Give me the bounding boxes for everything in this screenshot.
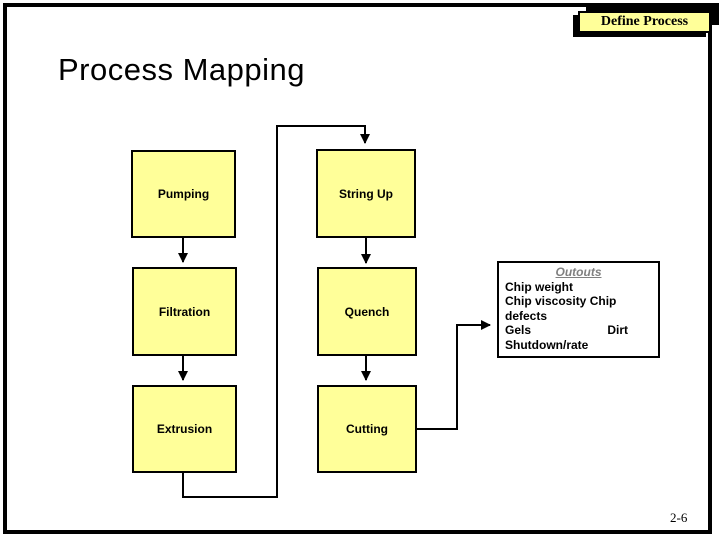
header-tab: Define Process xyxy=(578,11,711,33)
process-box-string-up: String Up xyxy=(316,149,416,238)
process-box-pumping: Pumping xyxy=(131,150,236,238)
page-number: 2-6 xyxy=(670,510,688,525)
slide-border xyxy=(3,3,712,534)
process-box-cutting: Cutting xyxy=(317,385,417,473)
process-box-extrusion: Extrusion xyxy=(132,385,237,473)
process-box-quench: Quench xyxy=(317,267,417,356)
process-box-label: String Up xyxy=(339,186,393,201)
outputs-line-chip-viscosity: Chip viscosity Chip xyxy=(505,294,617,308)
outputs-line-chip-weight: Chip weight xyxy=(505,279,573,294)
outputs-line-defects: defects xyxy=(505,308,548,323)
process-box-label: Cutting xyxy=(346,422,388,436)
outputs-line-gels-dirt: Gels Dirt xyxy=(505,323,652,338)
process-box-label: Quench xyxy=(344,304,390,319)
page-title: Process Mapping xyxy=(58,52,306,87)
outputs-title: Outouts xyxy=(555,265,602,279)
process-box-label: Filtration xyxy=(158,304,211,319)
process-box-filtration: Filtration xyxy=(132,267,237,356)
header-tab-label: Define Process xyxy=(600,14,689,29)
outputs-gels: Gels xyxy=(505,323,532,337)
outputs-line-shutdown-rate: Shutdown/rate xyxy=(505,337,589,352)
process-box-label: Extrusion xyxy=(156,422,213,436)
outputs-dirt: Dirt xyxy=(607,323,628,337)
outputs-box: Outouts Chip weight Chip viscosity Chip … xyxy=(497,261,660,358)
process-box-label: Pumping xyxy=(157,187,210,201)
